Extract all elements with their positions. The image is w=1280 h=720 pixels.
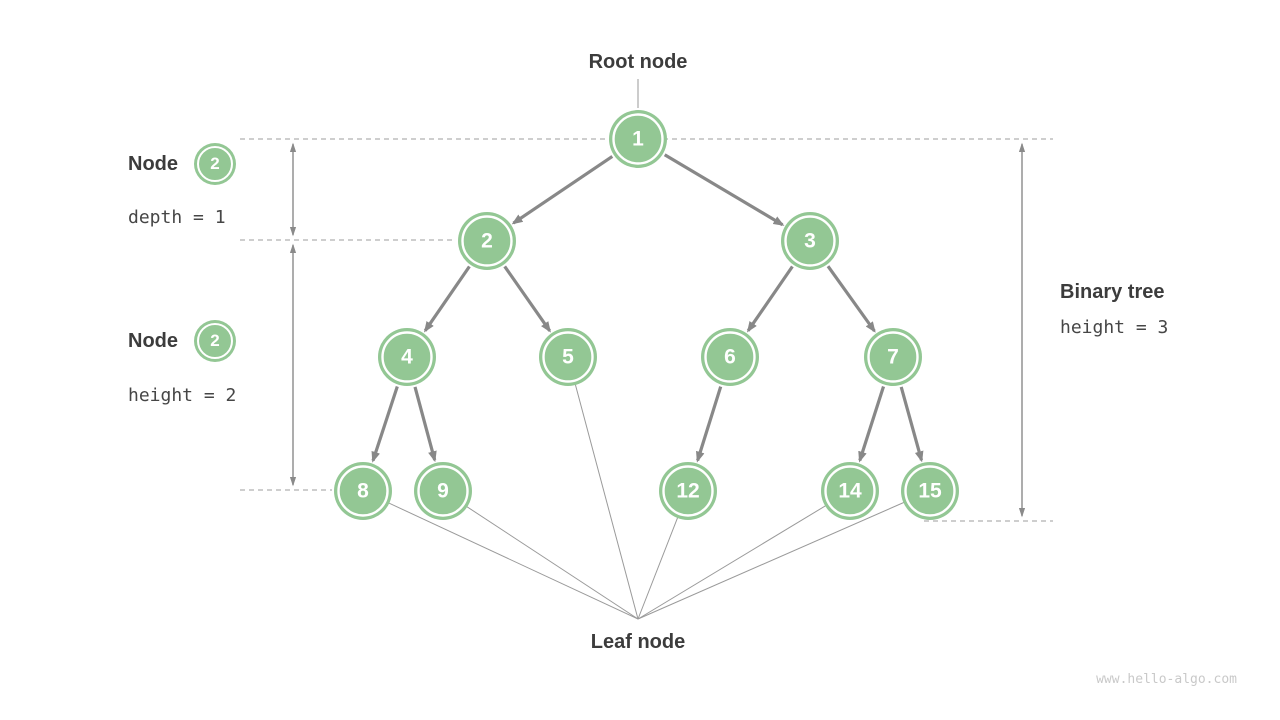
tree-node-14: 14 <box>821 462 879 520</box>
node-height-annotation: Node 2 <box>128 323 233 359</box>
measure-arrows <box>289 142 1026 518</box>
tree-node-5: 5 <box>539 328 597 386</box>
edge-6-12 <box>696 386 723 463</box>
tree-node-2: 2 <box>458 212 516 270</box>
tree-node-1: 1 <box>609 110 667 168</box>
edge-4-8 <box>371 386 399 463</box>
tree-node-value: 4 <box>401 346 413 369</box>
leaf-connector-15 <box>637 490 931 620</box>
depth-annotation-value: depth = 1 <box>128 207 226 228</box>
node-height-annotation-value: height = 2 <box>128 385 237 406</box>
edge-4-9 <box>413 386 437 463</box>
edge-3-7 <box>826 265 876 333</box>
node-height-annotation-node-badge: 2 <box>197 323 233 359</box>
tree-node-value: 2 <box>481 230 493 253</box>
leaf-connector-8 <box>362 490 639 620</box>
depth-annotation: Node 2 <box>128 146 233 182</box>
tree-node-value: 14 <box>838 480 862 503</box>
tree-node-15: 15 <box>901 462 959 520</box>
tree-node-value: 15 <box>918 480 942 503</box>
tree-node-value: 6 <box>724 346 736 369</box>
leaf-connectors <box>362 356 931 620</box>
tree-node-6: 6 <box>701 328 759 386</box>
tree-edges <box>371 153 924 463</box>
depth-annotation-title: Node <box>128 152 178 175</box>
leaf-connector-5 <box>567 356 639 620</box>
watermark: www.hello-algo.com <box>1096 672 1237 687</box>
root-node-label: Root node <box>588 51 688 73</box>
tree-node-value: 7 <box>887 346 899 369</box>
edge-3-6 <box>746 265 794 333</box>
edge-7-14 <box>858 386 886 463</box>
leaf-connector-9 <box>442 490 639 620</box>
tree-height-annotation-value: height = 3 <box>1060 317 1169 338</box>
tree-node-7: 7 <box>864 328 922 386</box>
tree-height-annotation-title: Binary tree <box>1060 281 1165 303</box>
leaf-node-label: Leaf node <box>590 631 686 653</box>
tree-node-value: 12 <box>676 480 699 503</box>
tree-node-value: 1 <box>632 128 644 151</box>
tree-node-12: 12 <box>659 462 717 520</box>
edge-1-2 <box>511 155 614 225</box>
tree-node-3: 3 <box>781 212 839 270</box>
tree-node-value: 8 <box>357 480 369 503</box>
edge-2-5 <box>503 265 552 333</box>
tree-node-4: 4 <box>378 328 436 386</box>
edge-1-3 <box>663 153 785 227</box>
tree-node-9: 9 <box>414 462 472 520</box>
tree-node-value: 5 <box>562 346 574 369</box>
tree-node-value: 9 <box>437 480 449 503</box>
leaf-connector-14 <box>637 490 851 620</box>
edge-7-15 <box>899 386 924 463</box>
node-height-annotation-title: Node <box>128 329 178 352</box>
tree-node-8: 8 <box>334 462 392 520</box>
tree-nodes: 1 2 3 4 5 <box>334 110 959 520</box>
edge-2-4 <box>423 265 471 333</box>
tree-node-value: 3 <box>804 230 816 253</box>
depth-annotation-node-badge: 2 <box>197 146 233 182</box>
